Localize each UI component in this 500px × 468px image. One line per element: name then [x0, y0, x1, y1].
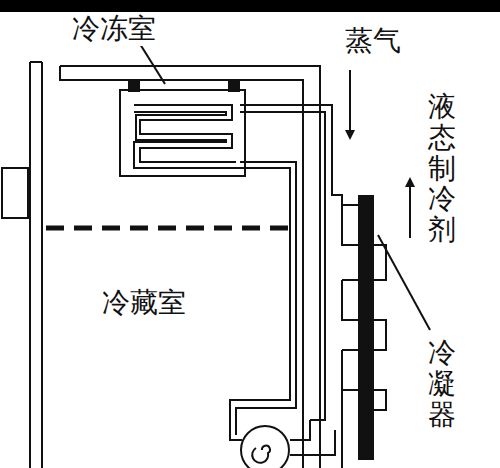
- flow-label: 液态制冷剂: [428, 92, 456, 246]
- compartment-label: 冷冻室: [70, 12, 158, 46]
- flow-label: 蒸气: [345, 24, 401, 58]
- part-label: 冷凝器: [428, 338, 456, 430]
- compartment-label: 冷藏室: [102, 286, 186, 320]
